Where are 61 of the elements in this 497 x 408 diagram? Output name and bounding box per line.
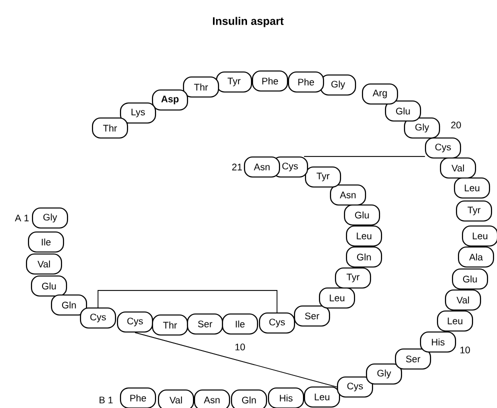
residue-bead: Gln bbox=[50, 294, 88, 316]
residue-bead: Phe bbox=[252, 70, 288, 92]
residue-bead: Leu bbox=[462, 225, 497, 247]
residue-bead: Glu bbox=[344, 204, 380, 226]
residue-bead: Ser bbox=[394, 348, 432, 370]
residue-bead: His bbox=[420, 331, 456, 353]
residue-bead: Gly bbox=[32, 207, 68, 229]
residue-bead: Tyr bbox=[456, 200, 492, 222]
residue-number: 21 bbox=[232, 164, 242, 170]
residue-bead: Val bbox=[440, 157, 476, 179]
residue-bead: Ile bbox=[222, 313, 258, 335]
disulfide-bond bbox=[304, 156, 426, 157]
residue-bead: Tyr bbox=[304, 166, 342, 188]
residue-bead: Gln bbox=[230, 389, 268, 408]
residue-bead: Cys bbox=[424, 137, 462, 159]
residue-bead: His bbox=[268, 387, 304, 408]
residue-bead: Ser bbox=[294, 305, 330, 327]
residue-bead: Val bbox=[26, 253, 62, 275]
node-label: Cys bbox=[347, 382, 363, 392]
residue-bead: Gly bbox=[320, 74, 356, 96]
residue-number: 10 bbox=[460, 346, 470, 354]
residue-bead: Phe bbox=[288, 71, 324, 93]
residue-bead: Gln bbox=[346, 246, 382, 268]
residue-bead: Ile bbox=[28, 231, 64, 253]
residue-bead: Ser bbox=[186, 313, 224, 335]
residue-bead: Tyr bbox=[216, 71, 252, 93]
residue-number: A 1 bbox=[14, 214, 29, 222]
residue-bead: Tyr bbox=[334, 267, 372, 289]
residue-bead: Lys bbox=[120, 102, 156, 124]
residue-bead: Cys bbox=[80, 307, 116, 329]
residue-bead: Asn bbox=[244, 156, 280, 178]
residue-bead: Phe bbox=[120, 387, 156, 408]
residue-bead: Glu bbox=[452, 268, 488, 290]
residue-bead: Ala bbox=[458, 246, 494, 268]
residue-bead: Glu bbox=[384, 100, 422, 122]
residue-bead: Leu bbox=[454, 177, 490, 199]
residue-bead: Val bbox=[158, 389, 194, 408]
residue-bead: Thr bbox=[182, 76, 220, 98]
residue-bead: Arg bbox=[362, 83, 398, 105]
disulfide-bond bbox=[134, 332, 338, 388]
residue-bead: Gly bbox=[404, 117, 440, 139]
residue-number: 20 bbox=[451, 122, 461, 128]
residue-bead: Leu bbox=[346, 225, 382, 247]
residue-number: B 1 bbox=[100, 396, 113, 404]
residue-bead: Asp bbox=[152, 89, 188, 111]
residue-bead: Glu bbox=[30, 275, 68, 297]
residue-bead: Gly bbox=[366, 363, 402, 385]
title: Insulin aspart bbox=[212, 16, 284, 28]
residue-bead: Leu bbox=[304, 386, 340, 408]
residue-bead: Cys bbox=[116, 311, 154, 333]
residue-number: 10 bbox=[235, 344, 245, 350]
residue-bead: Thr bbox=[152, 314, 188, 336]
disulfide-bond bbox=[98, 290, 278, 313]
residue-bead: Val bbox=[444, 289, 482, 311]
residue-bead: Cys bbox=[258, 312, 296, 334]
residue-bead: Leu bbox=[436, 310, 474, 332]
residue-bead: Asn bbox=[330, 184, 366, 206]
residue-bead: Asn bbox=[194, 389, 230, 408]
residue-bead: Thr bbox=[92, 117, 128, 139]
residue-bead: Cys bbox=[336, 376, 374, 398]
residue-bead: Leu bbox=[318, 287, 356, 309]
